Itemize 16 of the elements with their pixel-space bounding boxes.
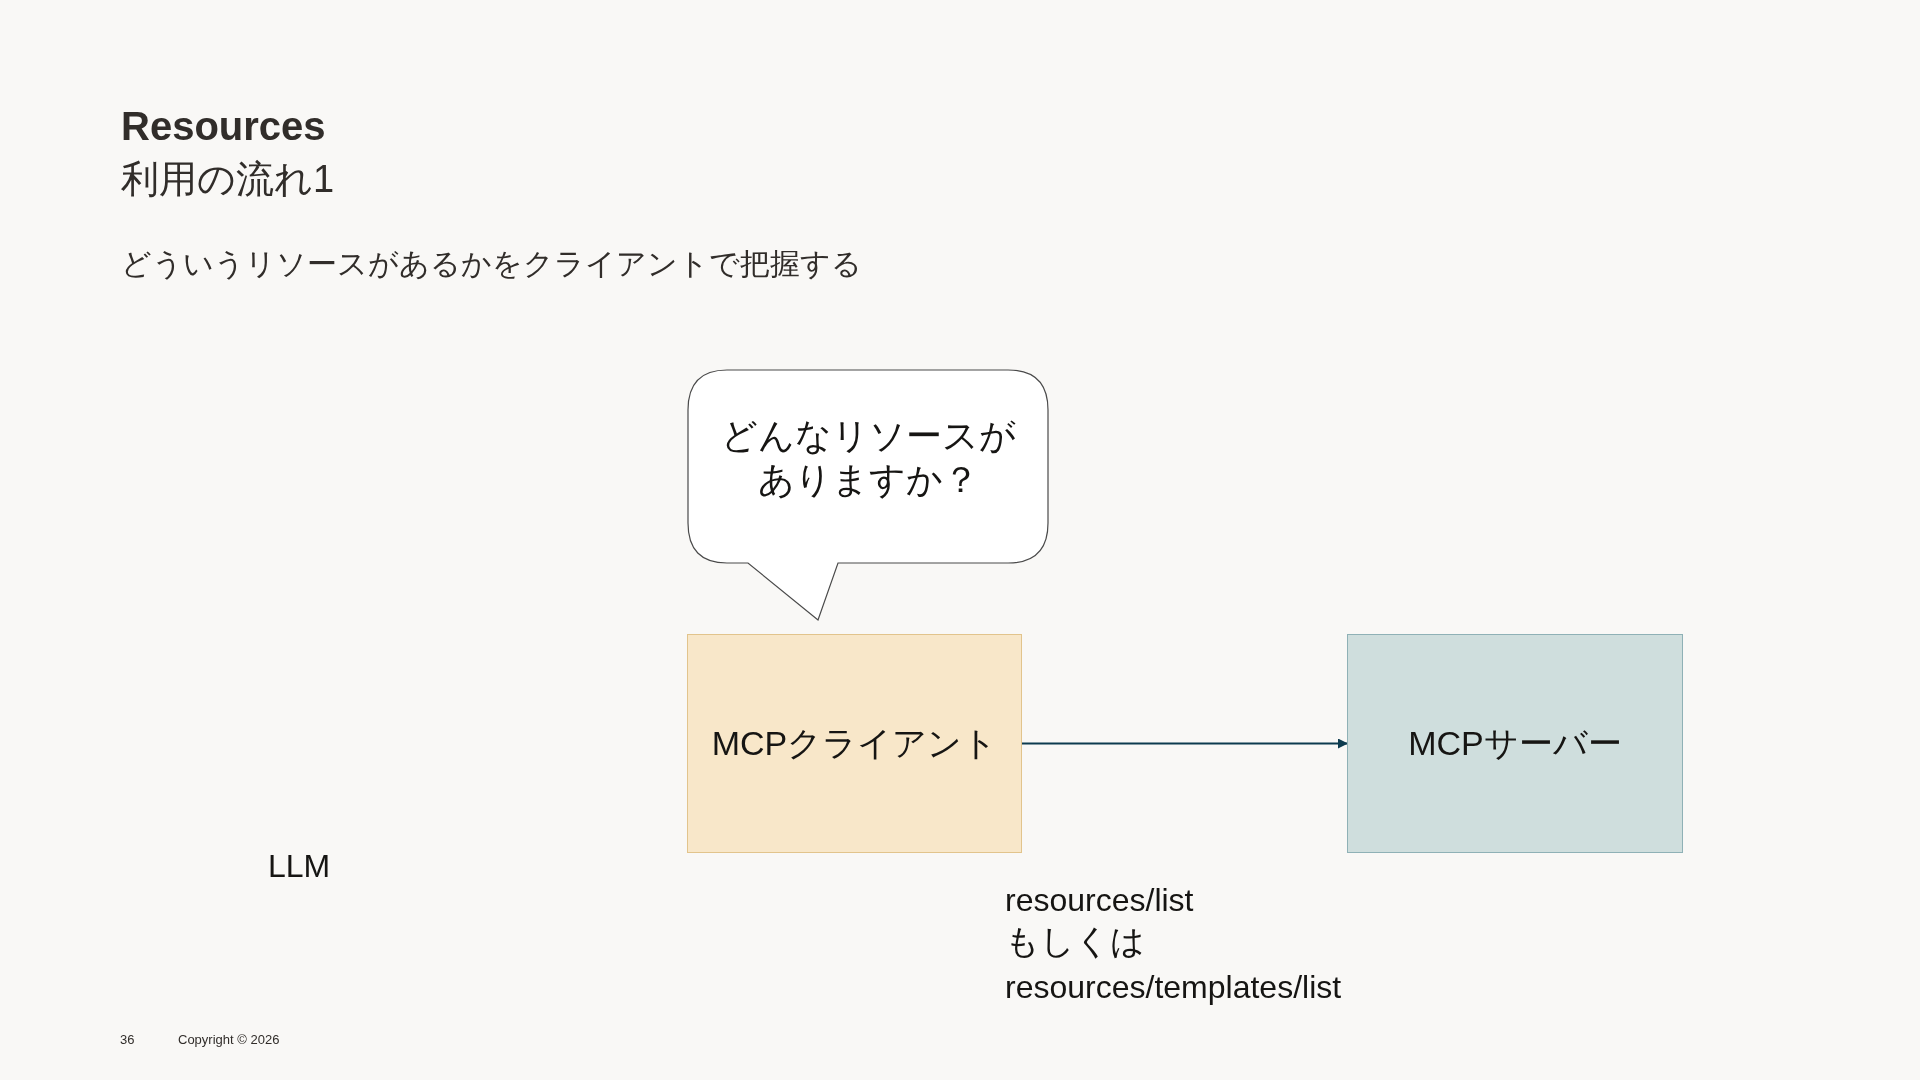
title: Resources <box>121 106 326 146</box>
subtitle: 利用の流れ1 <box>121 157 335 202</box>
process-box <box>687 634 1022 853</box>
node-label: MCPサーバー <box>1408 723 1622 764</box>
arrow <box>1021 738 1348 749</box>
method-label: resources/list <box>1005 881 1194 920</box>
method-label: resources/templates/list <box>1005 968 1342 1007</box>
node-label: どんなリソースがありますか？ <box>719 414 1017 502</box>
description-text: どういうリソースがあるかをクライアントで把握する <box>121 246 862 282</box>
llm-label: LLM <box>268 847 331 886</box>
process-box <box>1347 634 1683 853</box>
copyright-text: Copyright © 2026 <box>178 1032 280 1049</box>
node-label: MCPクライアント <box>711 723 998 764</box>
page-number: 36 <box>120 1032 135 1049</box>
method-label: もしくは <box>1005 921 1145 962</box>
speech-bubble <box>687 369 1049 621</box>
